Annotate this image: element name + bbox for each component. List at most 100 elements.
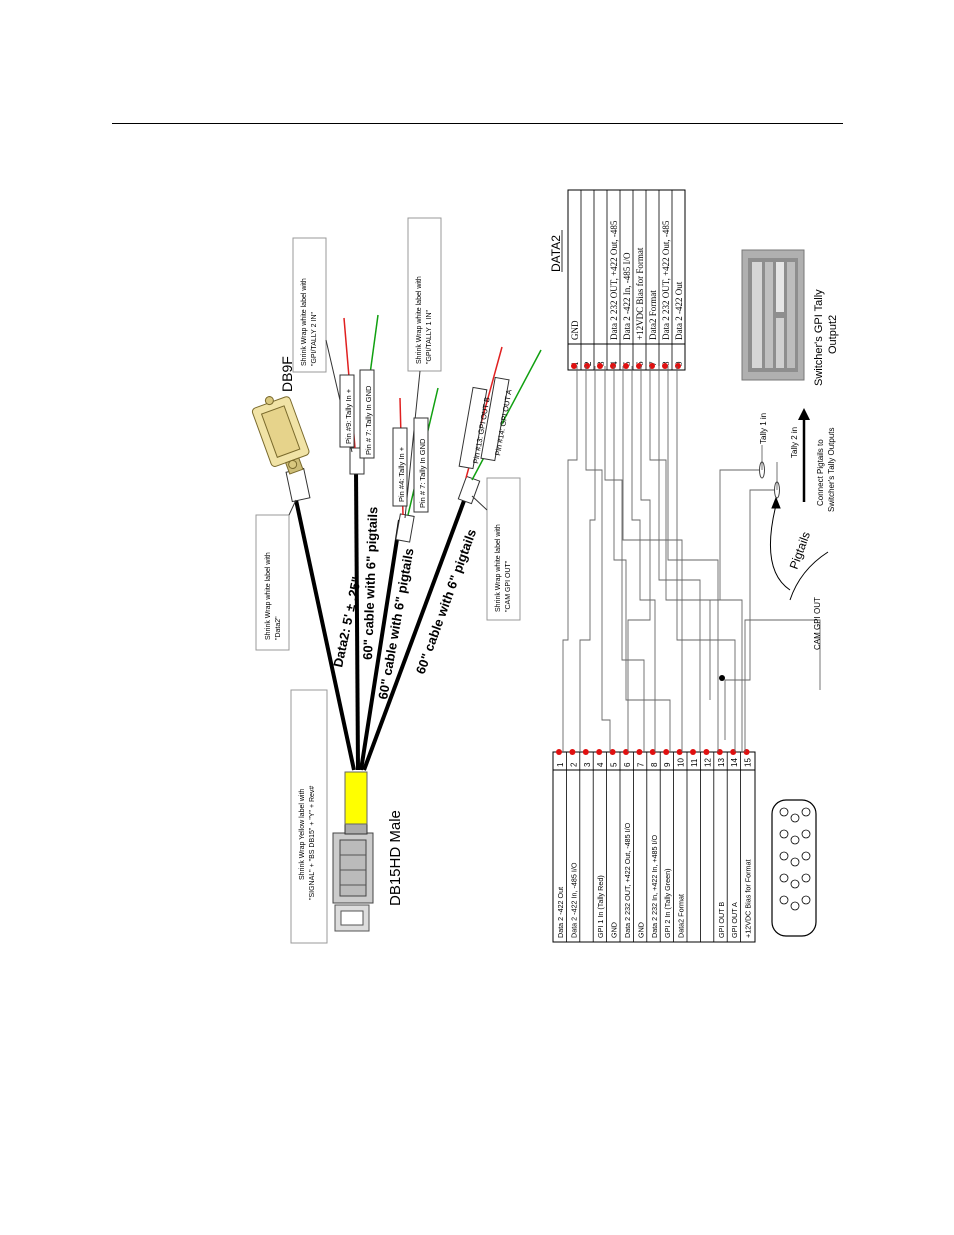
db15-pin-dot <box>609 749 616 755</box>
shrink-data2-box <box>255 514 290 651</box>
db15-pin-dot <box>663 749 670 755</box>
db15-pin-8: 8 <box>650 762 659 767</box>
db15-pin-dot <box>703 749 710 755</box>
tally1-label: Tally 1 in <box>759 413 768 444</box>
db15-pin-15: 15 <box>744 758 753 767</box>
shrink-tally1-line1: Shrink Wrap white label with <box>416 276 423 364</box>
connect-line2: Switcher's Tally Outputs <box>827 427 836 512</box>
shrink-tally2-line2: "GPI/TALLY 2 IN" <box>311 311 318 366</box>
pin9-box <box>339 374 355 448</box>
db15-pin-10: 10 <box>677 758 686 767</box>
pin9-label: Pin #9: Tally In + <box>344 388 353 444</box>
db15-signal-1: Data 2 -422 Out <box>556 887 565 938</box>
data2-pinout-table: DATA2 1GND234Data 2 232 OUT, +422 Out, -… <box>549 189 686 371</box>
shrink-gpiout-box <box>486 477 521 621</box>
data2-pin-dot <box>636 363 642 369</box>
data2-signal-6: +12VDC Bias for Format <box>635 247 645 340</box>
data2-signal-5: Data 2 -422 In, -485 I/O <box>622 252 632 340</box>
shrink-tally2-line1: Shrink Wrap white label with <box>301 278 308 366</box>
db15-pin-14: 14 <box>730 758 739 767</box>
db15-pin-dot <box>676 749 683 755</box>
up-arrow-icon <box>798 408 810 502</box>
db15-pin-dot <box>690 749 696 755</box>
shrink-tally1-line2: "GPI/TALLY 1 IN" <box>426 309 433 364</box>
db15-signal-15: +12VDC Bias for Format <box>744 860 753 939</box>
pin4-box <box>392 427 408 507</box>
switcher-line1: Switcher's GPI Tally <box>813 289 825 386</box>
cable2-label: 60" cable with 6" pigtails <box>375 547 416 700</box>
pin7a-box <box>359 369 375 459</box>
data2-pin-dot <box>584 363 590 369</box>
data2-signal-1: GND <box>570 320 580 340</box>
db15-signal-4: GPI 1 In (Tally Red) <box>596 875 605 938</box>
db15-signal-10: Data2 Format <box>677 894 686 938</box>
data2-pin-dot <box>675 363 681 369</box>
pigtails-label: Pigtails <box>787 530 813 571</box>
shrink-gpiout-line1: Shrink Wrap white label with <box>495 524 502 612</box>
db15-pin-dot <box>636 749 643 755</box>
db15-pin-dot <box>556 749 562 755</box>
header-rule <box>112 123 843 124</box>
db15-signal-9: GPI 2 In (Tally Green) <box>663 868 672 938</box>
table-wiring <box>562 366 821 752</box>
cable-tally2 <box>354 469 360 771</box>
data2-pin-dot <box>571 363 577 369</box>
db9f-label: DB9F <box>279 356 295 392</box>
db15-pin-9: 9 <box>663 762 672 767</box>
shrink-tally1-box <box>407 217 442 372</box>
pin7b-box <box>413 417 429 513</box>
pin13-box <box>458 386 488 470</box>
pin7a-label: Pin # 7: Tally In GND <box>364 385 373 455</box>
data2-signal-9: Data 2 -422 Out <box>674 281 684 340</box>
db15-pin-13: 13 <box>717 758 726 767</box>
db15-pin-4: 4 <box>596 762 605 767</box>
yellow-overmold <box>344 771 368 825</box>
shrink-tally2-box <box>292 237 327 373</box>
tally2-coupler <box>774 481 780 499</box>
shrink-yellow-line2: "SIGNAL" + "BS DB15" + "Y" + Rev# <box>309 786 316 900</box>
db15-signal-5: GND <box>610 922 619 938</box>
db15-pin-12: 12 <box>703 758 712 767</box>
db15-pin-11: 11 <box>690 758 699 767</box>
db15-pin-7: 7 <box>636 762 645 767</box>
db15-signal-6: Data 2 232 OUT, +422 Out, -485 I/O <box>623 822 632 938</box>
shrink-tally1 <box>395 513 415 543</box>
data2-signal-7: Data2 Format <box>648 290 658 340</box>
db15-signal-14: GPI OUT A <box>730 902 739 938</box>
db15-pin-1: 1 <box>556 762 565 767</box>
db15-pinface-icon <box>771 799 817 937</box>
switcher-photo <box>741 249 805 381</box>
db15-pin-5: 5 <box>610 762 619 767</box>
db15-signal-13: GPI OUT B <box>717 902 726 938</box>
data2-signal-8: Data 2 232 OUT, +422 Out, -485 <box>661 220 671 340</box>
db15-pin-dot <box>569 749 576 755</box>
db15-pin-2: 2 <box>569 762 578 767</box>
cable-gpiout <box>362 489 470 771</box>
connect-line1: Connect Pigtails to <box>816 439 825 506</box>
data2-pin-dot <box>623 363 629 369</box>
shrink-data2-line2: "Data2" <box>275 616 282 640</box>
db15-signal-8: Data 2 232 In, +422 In, +485 I/O <box>650 834 659 938</box>
shrink-data2-line1: Shrink Wrap white label with <box>265 552 272 640</box>
db15-pin-dot <box>582 749 589 755</box>
cable-assembly: Shrink Wrap Yellow label with "SIGNAL" +… <box>251 217 542 944</box>
db9f-connector-icon <box>251 396 310 475</box>
db15-pin-dot <box>596 749 603 755</box>
db15-signal-7: GND <box>636 922 645 938</box>
pin4-label: Pin #4: Tally In + <box>397 446 406 502</box>
data2-title: DATA2 <box>549 235 563 272</box>
tally2-label: Tally 2 in <box>790 427 799 458</box>
db15-pin-3: 3 <box>583 762 592 767</box>
shrink-yellow-box <box>290 689 328 944</box>
wire-junction-dot <box>719 675 725 681</box>
pin7b-label: Pin # 7: Tally In GND <box>418 438 427 508</box>
data2-pin-dot <box>649 363 655 369</box>
db15-pin-dot <box>743 749 750 755</box>
db15-signal-2: Data 2 -422 In, -485 I/O <box>569 862 578 938</box>
db15-pin-6: 6 <box>623 762 632 767</box>
db15-label: DB15HD Male <box>387 810 404 906</box>
data2-pin-dot <box>610 363 616 369</box>
shrink-gpiout-line2: "CAM GPI OUT" <box>505 560 512 612</box>
